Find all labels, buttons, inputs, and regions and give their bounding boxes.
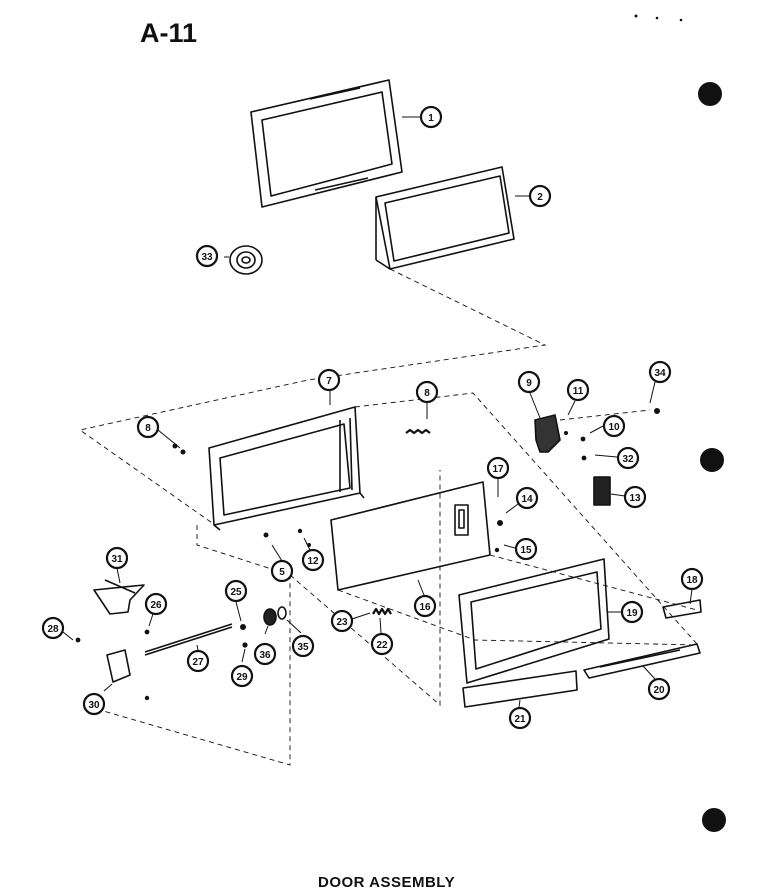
callout-25 xyxy=(224,579,248,603)
callout-9 xyxy=(517,370,541,394)
part-spring-8 xyxy=(405,428,431,435)
part-door-trim xyxy=(375,166,515,270)
part-latch xyxy=(534,414,561,453)
callout-label: 22 xyxy=(376,640,388,651)
callout-34 xyxy=(648,360,672,384)
callout-label: 18 xyxy=(686,575,698,586)
callout-label: 13 xyxy=(629,493,641,504)
callout-5 xyxy=(270,559,294,583)
callout-27 xyxy=(186,649,210,673)
callout-8a xyxy=(415,380,439,404)
callout-label: 27 xyxy=(192,657,204,668)
callout-1 xyxy=(419,105,443,129)
callout-label: 31 xyxy=(111,554,123,565)
callout-28 xyxy=(41,616,65,640)
guide-lines xyxy=(78,268,698,766)
callout-33 xyxy=(195,244,219,268)
callout-label: 5 xyxy=(279,567,285,578)
callout-18 xyxy=(680,567,704,591)
callout-label: 17 xyxy=(492,464,504,475)
callout-label: 15 xyxy=(520,545,532,556)
part-outer-frame xyxy=(250,79,403,208)
callout-label: 20 xyxy=(653,685,665,696)
callout-label: 28 xyxy=(47,624,59,635)
callout-35 xyxy=(291,634,315,658)
callout-13 xyxy=(623,485,647,509)
part-bracket xyxy=(93,579,145,615)
callout-label: 14 xyxy=(521,494,533,505)
callout-22 xyxy=(370,632,394,656)
callout-label: 19 xyxy=(626,608,638,619)
part-roller xyxy=(229,245,263,275)
callout-label: 12 xyxy=(307,556,319,567)
part-pulley xyxy=(263,606,287,626)
callout-label: 16 xyxy=(419,602,431,613)
callout-label: 1 xyxy=(428,113,434,124)
callout-20 xyxy=(647,677,671,701)
callout-label: 30 xyxy=(88,700,100,711)
callout-26 xyxy=(144,592,168,616)
callout-23 xyxy=(330,609,354,633)
callout-label: 2 xyxy=(537,192,543,203)
callout-label: 8 xyxy=(145,423,151,434)
callout-8b xyxy=(136,415,160,439)
callout-label: 36 xyxy=(259,650,271,661)
callout-2 xyxy=(528,184,552,208)
callout-label: 8 xyxy=(424,388,430,399)
callout-7 xyxy=(317,368,341,392)
callout-10 xyxy=(602,414,626,438)
callout-label: 9 xyxy=(526,378,532,389)
part-handle-bar xyxy=(583,643,701,679)
callout-label: 35 xyxy=(297,642,309,653)
page-title: A-11 xyxy=(140,18,198,48)
callout-21 xyxy=(508,706,532,730)
callout-labels: 1 2 33 7 8 8 9 11 34 10 32 17 14 13 15 5… xyxy=(47,113,698,725)
part-window-frame xyxy=(458,558,610,684)
callout-32 xyxy=(616,446,640,470)
part-bottom-strip xyxy=(462,670,578,708)
callout-12 xyxy=(301,548,325,572)
part-door-panel xyxy=(330,481,491,591)
callout-label: 32 xyxy=(622,454,634,465)
callout-label: 7 xyxy=(326,376,332,387)
callout-19 xyxy=(620,600,644,624)
callout-15 xyxy=(514,537,538,561)
part-latch-block xyxy=(593,476,611,506)
callout-14 xyxy=(515,486,539,510)
part-spring-23 xyxy=(372,607,392,616)
callout-label: 21 xyxy=(514,714,526,725)
callout-label: 34 xyxy=(654,368,666,379)
callout-29 xyxy=(230,664,254,688)
diagram-caption: DOOR ASSEMBLY xyxy=(318,874,456,891)
callout-circles xyxy=(41,105,704,730)
callout-17 xyxy=(486,456,510,480)
callout-31 xyxy=(105,546,129,570)
fastener-marks xyxy=(75,14,726,832)
callout-30 xyxy=(82,692,106,716)
callout-label: 33 xyxy=(201,252,213,263)
callout-label: 23 xyxy=(336,617,348,628)
part-inner-door-frame xyxy=(208,406,365,531)
part-rod xyxy=(144,623,233,656)
callout-36 xyxy=(253,642,277,666)
callout-label: 25 xyxy=(230,587,242,598)
callout-label: 10 xyxy=(608,422,620,433)
callout-16 xyxy=(413,594,437,618)
callout-label: 26 xyxy=(150,600,162,611)
callout-11 xyxy=(566,378,590,402)
part-small-bar xyxy=(662,599,702,619)
part-hinge-plate xyxy=(106,649,131,683)
callout-label: 11 xyxy=(573,386,584,397)
callout-label: 29 xyxy=(236,672,248,683)
